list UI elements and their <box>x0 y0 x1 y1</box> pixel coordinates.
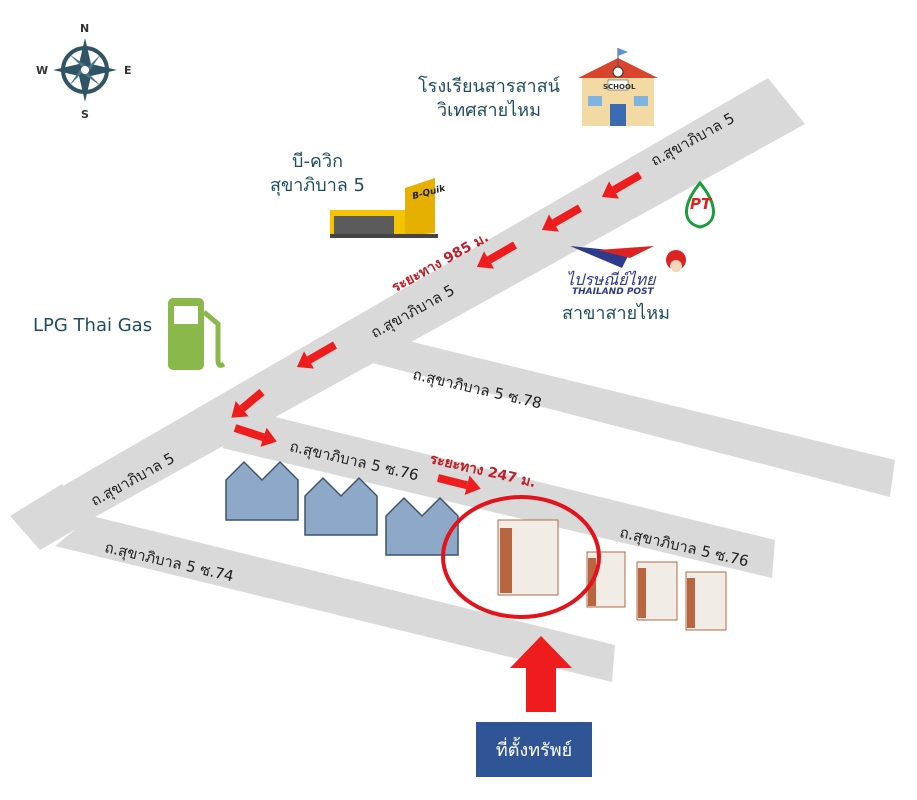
arrow-icon <box>437 474 481 495</box>
school-name-line2: วิเทศสายไหม <box>436 100 541 121</box>
compass-east: E <box>124 64 132 77</box>
road-soi76 <box>222 412 775 578</box>
road-arrow-tip <box>10 484 95 550</box>
post-logo-text: ไปรษณีย์ไทย <box>566 270 656 289</box>
arrow-icon <box>541 204 582 232</box>
pt-logo-text: PT <box>690 195 712 213</box>
compass-south: S <box>81 108 89 121</box>
gas-label: LPG Thai Gas <box>33 315 153 336</box>
post-branch-label: สาขาสายไหม <box>562 303 670 324</box>
school-name-line1: โรงเรียนสารสาสน์ <box>418 76 560 97</box>
up-arrow-icon <box>510 636 572 712</box>
townhouses-icon <box>225 460 459 556</box>
thailand-post-logo-icon <box>570 246 686 272</box>
arrow-icon <box>231 388 265 418</box>
arrow-icon <box>233 424 277 447</box>
bquik-label: บี-ควิก สุขาภิบาล 5 <box>270 150 365 198</box>
school-icon <box>578 48 658 126</box>
bquik-name-line2: สุขาภิบาล 5 <box>270 175 366 196</box>
school-label: โรงเรียนสารสาสน์ วิเทศสายไหม <box>418 75 560 123</box>
arrow-icon <box>296 341 337 369</box>
property-location-label: ที่ตั้งทรัพย์ <box>476 722 592 777</box>
road-soi74 <box>55 516 615 682</box>
compass-north: N <box>80 22 90 35</box>
arrow-icon <box>476 241 517 269</box>
post-logo-text-en: THAILAND POST <box>572 287 654 297</box>
road-soi78 <box>330 332 895 497</box>
pt-logo-icon <box>685 180 715 229</box>
bquik-name-line1: บี-ควิก <box>292 151 343 172</box>
property-highlight-circle <box>441 495 601 619</box>
direction-arrows <box>231 171 642 712</box>
bquik-shop-icon <box>330 178 438 238</box>
school-sign: SCHOOL <box>603 83 636 91</box>
compass-west: W <box>36 64 49 77</box>
compass-icon <box>53 38 117 102</box>
arrow-icon <box>601 171 642 199</box>
gas-pump-icon <box>168 298 226 370</box>
